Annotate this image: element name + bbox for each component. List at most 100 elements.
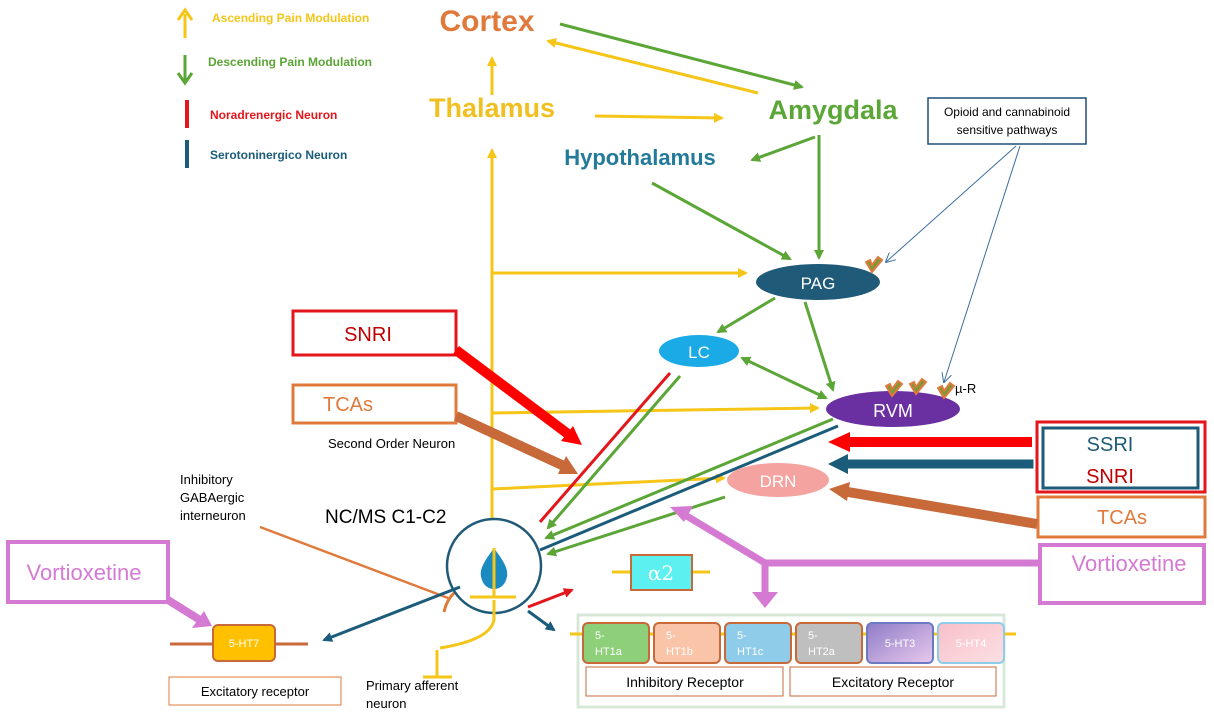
vortioxetine-left-box xyxy=(6,540,170,604)
receptor-row: 5-HT1a 5-HT1b 5-HT1c 5-HT2a 5-HT3 5-HT4 xyxy=(582,622,1005,664)
opioid-pag-pointer xyxy=(886,145,1017,262)
lc-spinal-arrow xyxy=(546,375,682,530)
snri-left-label: SNRI xyxy=(344,324,392,346)
vortioxetine-right-label: Vortioxetine xyxy=(1072,551,1187,576)
inhibitory-receptor-box xyxy=(585,666,784,697)
snri-left-arrowhead xyxy=(561,426,582,445)
receptor-subtype-box xyxy=(937,622,1005,664)
receptor-subtype-label: 5-HT1c xyxy=(737,630,764,658)
opioid-callout-line1: Opioid and cannabinoid xyxy=(944,105,1070,119)
opioid-callout-box xyxy=(927,97,1087,145)
pag-rvm-arrow xyxy=(803,301,836,392)
hypothalamus-label: Hypothalamus xyxy=(564,145,716,170)
opioid-rvm-pointer xyxy=(944,145,1021,382)
amygdala-hypothalamus-arrow xyxy=(750,135,816,162)
ht7-label: 5-HT7 xyxy=(229,638,260,650)
drn-nucleus xyxy=(727,463,829,497)
rvm-receptor-icon-1 xyxy=(884,379,904,398)
inhibitory-receptor-label: Inhibitory Receptor xyxy=(626,674,744,690)
tcas-left-box xyxy=(291,383,458,425)
receptor-subtype-box xyxy=(795,622,863,664)
legend-serotonergic-label: Serotoninergico Neuron xyxy=(210,148,347,162)
rvm-receptor-icon-3 xyxy=(936,381,956,400)
receptor-subtype-box xyxy=(653,622,721,664)
ssri-right-label: SSRI xyxy=(1087,434,1134,456)
receptor-subtype-label: 5-HT3 xyxy=(885,638,916,650)
receptor-subtype-box xyxy=(866,622,934,664)
legend-descending-icon xyxy=(176,55,194,86)
pag-opioid-receptor-icon xyxy=(864,255,884,274)
drn-spinal-arrow xyxy=(546,495,726,557)
nc-ms-label: NC/MS C1-C2 xyxy=(325,507,446,528)
ssri-right-arrowhead xyxy=(828,454,848,474)
pag-nucleus xyxy=(756,264,880,300)
receptor-subtype-label: 5-HT1a xyxy=(595,630,623,658)
drn-label: DRN xyxy=(760,472,797,491)
tcas-right-arrow xyxy=(847,487,1038,529)
gaba-interneuron-axon xyxy=(259,525,449,600)
ssri-snri-inner-box xyxy=(1041,426,1200,490)
amygdala-label: Amygdala xyxy=(768,95,898,125)
receptor-subtype-label: 5-HT4 xyxy=(956,638,987,650)
gaba-interneuron-label: Inhibitory GABAergic interneuron xyxy=(180,472,248,523)
snri-left-arrow xyxy=(453,346,571,438)
to-receptors-arrow xyxy=(527,609,556,632)
tcas-left-arrowhead xyxy=(558,456,578,474)
lc-label: LC xyxy=(688,343,710,362)
tcas-right-arrowhead xyxy=(829,482,850,501)
rvm-label: RVM xyxy=(873,401,913,421)
vortioxetine-drn-arrowhead xyxy=(670,506,693,522)
tcas-left-label: TCAs xyxy=(323,394,373,416)
snri-right-label: SNRI xyxy=(1086,466,1134,488)
alpha2-label: α2 xyxy=(648,561,674,585)
amygdala-cortex-arrow xyxy=(546,38,759,95)
vortioxetine-left-arrowhead xyxy=(192,611,212,628)
ssri-right-arrow xyxy=(845,458,1035,470)
snri-right-arrowhead xyxy=(828,432,850,452)
opioid-callout-line2: sensitive pathways xyxy=(957,123,1058,137)
receptor-subtype-label: 5-HT2a xyxy=(808,630,836,658)
receptor-subtype-label: 5-HT1b xyxy=(666,630,693,658)
legend-ascending-label: Ascending Pain Modulation xyxy=(212,11,369,25)
to-alpha2-arrow xyxy=(527,588,574,609)
legend-noradrenergic-label: Noradrenergic Neuron xyxy=(210,108,337,122)
vortioxetine-left-arrow xyxy=(165,596,203,624)
receptor-subtype-box xyxy=(724,622,792,664)
pag-label: PAG xyxy=(801,274,836,293)
legend-ascending-icon xyxy=(176,7,194,38)
tcas-right-box xyxy=(1036,495,1207,539)
cortex-amygdala-arrow xyxy=(559,22,804,90)
vortioxetine-right-box xyxy=(1038,543,1206,605)
excitatory-receptor-left-label: Excitatory receptor xyxy=(201,684,310,699)
snri-left-box xyxy=(291,309,458,357)
mu-receptor-label: µ-R xyxy=(955,381,976,396)
lc-nucleus xyxy=(659,335,739,367)
rvm-nucleus xyxy=(826,391,960,427)
primary-afferent-label: Primary afferent neuron xyxy=(366,678,462,711)
vortioxetine-receptor-arrowhead xyxy=(752,592,778,608)
pag-lc-arrow xyxy=(716,296,776,334)
primary-afferent-axon xyxy=(439,600,496,650)
excitatory-receptor-left-box xyxy=(168,676,342,706)
rvm-receptor-icon-2 xyxy=(908,377,928,396)
legend-descending-label: Descending Pain Modulation xyxy=(208,55,372,69)
excitatory-receptor-right-label: Excitatory Receptor xyxy=(832,674,954,690)
ht7-receptor xyxy=(212,624,276,662)
thalamus-amygdala-arrow xyxy=(594,112,724,123)
tcas-left-arrow xyxy=(453,411,567,471)
descending-pathways xyxy=(544,22,836,557)
serotonergic-neuron-line xyxy=(539,424,839,552)
vortioxetine-drn-arrow xyxy=(683,511,1040,567)
tcas-right-label: TCAs xyxy=(1097,507,1147,529)
vortioxetine-left-label: Vortioxetine xyxy=(27,560,142,585)
thalamus-label: Thalamus xyxy=(429,93,555,123)
lc-rvm-arrow xyxy=(740,356,828,400)
noradrenergic-neuron-line xyxy=(538,372,672,523)
second-order-neuron-label: Second Order Neuron xyxy=(328,436,455,451)
legend: Ascending Pain Modulation Descending Pai… xyxy=(176,7,372,168)
cortex-label: Cortex xyxy=(439,5,534,38)
rvm-spinal-arrow xyxy=(544,417,834,540)
excitatory-receptor-right-box xyxy=(789,666,997,697)
alpha2-receptor xyxy=(630,554,693,591)
